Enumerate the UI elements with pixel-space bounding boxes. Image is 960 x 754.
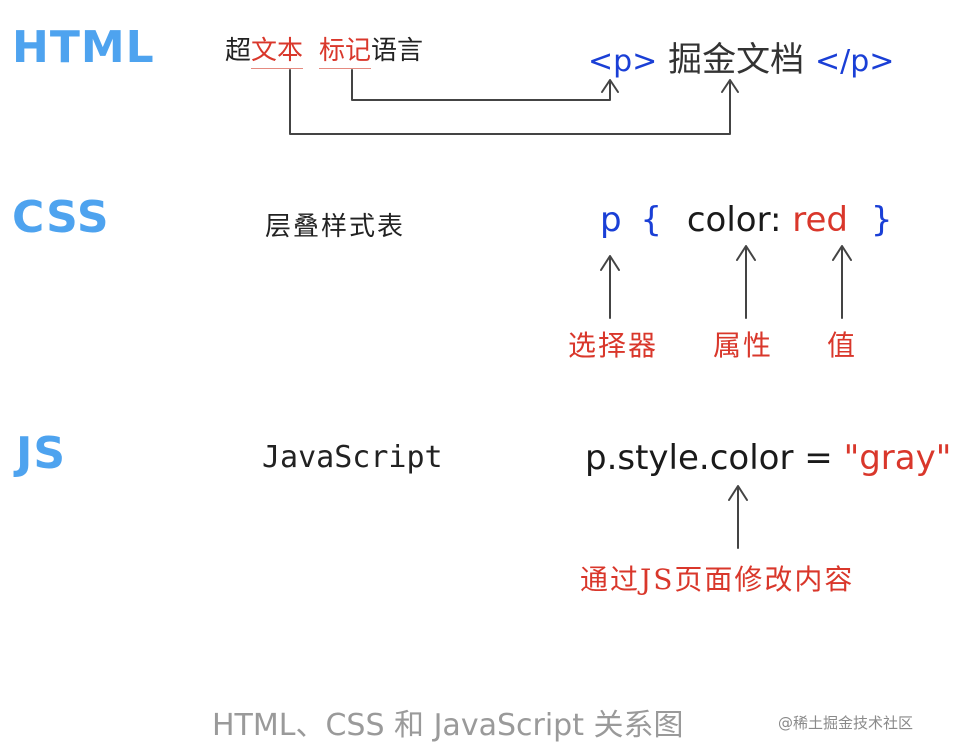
- arrow-selector-head: [600, 255, 620, 271]
- css-code-property: color:: [686, 200, 782, 240]
- js-code-expression: p.style.color =: [585, 438, 844, 478]
- html-code: <p> 掘金文档 </p>: [588, 32, 894, 81]
- html-desc-markup: 标记: [319, 36, 372, 69]
- css-annotation-selector: 选择器: [568, 329, 659, 362]
- css-code: p { color: red }: [600, 200, 892, 240]
- html-desc-prefix: 超: [225, 36, 252, 66]
- html-desc-hypertext: 文本: [251, 36, 304, 69]
- arrow-js-head: [728, 485, 748, 501]
- html-desc-suffix: 语言: [371, 36, 424, 66]
- css-annotation-value: 值: [827, 329, 858, 362]
- css-label: CSS: [12, 192, 110, 243]
- css-code-brace-close: }: [870, 200, 893, 240]
- js-code-string: "gray": [843, 438, 952, 478]
- js-label: JS: [16, 428, 67, 479]
- figure-caption: HTML、CSS 和 JavaScript 关系图: [212, 708, 684, 743]
- css-code-value: red: [792, 200, 848, 240]
- css-description: 层叠样式表: [265, 212, 406, 242]
- arrow-markup-to-tag-head: [601, 79, 619, 93]
- css-code-selector: p: [600, 200, 622, 240]
- js-annotation: 通过JS页面修改内容: [580, 563, 855, 596]
- js-description: JavaScript: [262, 440, 443, 475]
- html-label: HTML: [12, 22, 155, 73]
- html-code-close-tag: </p>: [814, 44, 895, 79]
- arrow-property-head: [736, 245, 756, 261]
- js-code: p.style.color = "gray": [585, 438, 951, 478]
- arrow-value-head: [832, 245, 852, 261]
- html-description: 超文本标记语言: [225, 30, 424, 69]
- css-annotation-property: 属性: [713, 329, 774, 362]
- html-code-open-tag: <p>: [588, 44, 658, 79]
- watermark: @稀土掘金技术社区: [778, 714, 914, 732]
- css-code-brace-open: {: [640, 200, 663, 240]
- arrow-text-to-content-head: [721, 79, 739, 93]
- html-code-content: 掘金文档: [668, 40, 805, 80]
- arrow-text-to-content: [289, 69, 731, 135]
- arrow-markup-to-tag: [351, 69, 611, 101]
